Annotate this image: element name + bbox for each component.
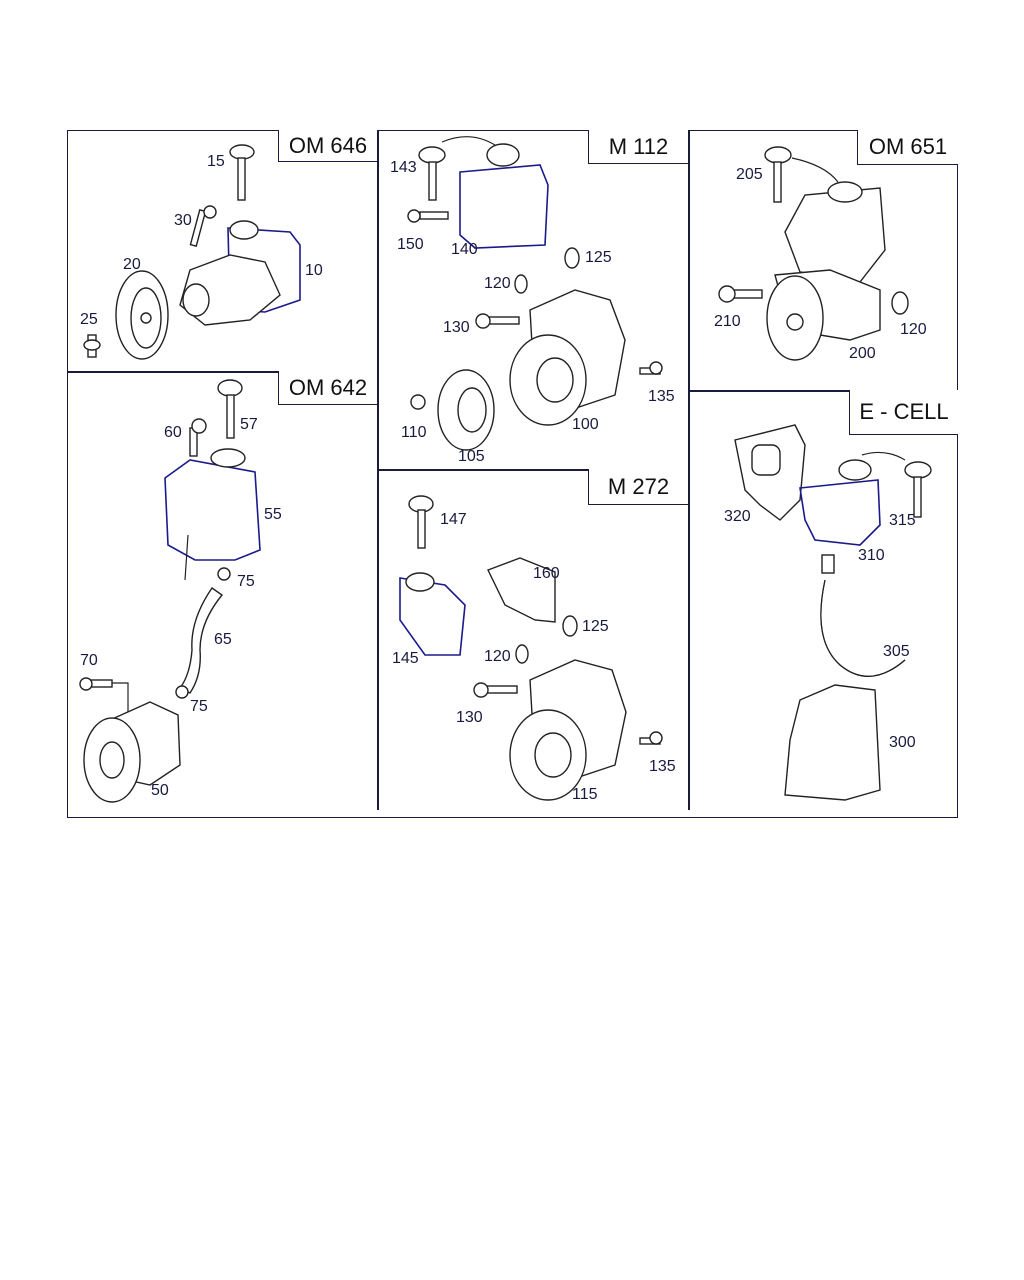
part-label: 20 (123, 256, 141, 273)
part-label: 60 (164, 424, 182, 441)
part-label: 120 (484, 275, 511, 292)
panel-title-om642: OM 642 (278, 371, 377, 405)
om651-parts (718, 146, 909, 361)
part-label: 57 (240, 416, 258, 433)
divider (67, 371, 377, 373)
part-label: 10 (305, 262, 323, 279)
part-label: 75 (190, 698, 208, 715)
divider (688, 390, 958, 392)
ecell-parts (734, 424, 932, 801)
part-label: 50 (151, 782, 169, 799)
part-label: 200 (849, 345, 876, 362)
part-label: 120 (900, 321, 927, 338)
part-label: 315 (889, 512, 916, 529)
om642-parts (79, 379, 261, 803)
part-label: 320 (724, 508, 751, 525)
diagram-frame (67, 130, 958, 818)
part-label: 100 (572, 416, 599, 433)
part-label: 210 (714, 313, 741, 330)
part-label: 147 (440, 511, 467, 528)
part-label: 65 (214, 631, 232, 648)
panel-title-om646: OM 646 (278, 130, 377, 162)
panel-title-ecell: E - CELL (849, 390, 958, 435)
part-label: 140 (451, 241, 478, 258)
part-label: 125 (582, 618, 609, 635)
part-label: 130 (456, 709, 483, 726)
part-label: 115 (572, 786, 598, 803)
part-label: 120 (484, 648, 511, 665)
panel-title-m272: M 272 (588, 469, 688, 505)
m112-parts (407, 136, 663, 451)
part-label: 15 (207, 153, 225, 170)
part-label: 143 (390, 159, 417, 176)
part-label: 75 (237, 573, 255, 590)
part-label: 25 (80, 311, 98, 328)
part-label: 55 (264, 506, 282, 523)
part-label: 130 (443, 319, 470, 336)
part-label: 70 (80, 652, 98, 669)
part-label: 125 (585, 249, 612, 266)
part-label: 300 (889, 734, 916, 751)
divider (377, 469, 688, 471)
part-label: 160 (533, 565, 560, 582)
part-label: 110 (401, 424, 427, 441)
part-label: 135 (649, 758, 676, 775)
part-label: 310 (858, 547, 885, 564)
part-label: 145 (392, 650, 419, 667)
divider (688, 130, 690, 810)
om646-parts (83, 144, 301, 360)
part-label: 105 (458, 448, 485, 465)
part-label: 135 (648, 388, 675, 405)
m272-parts (399, 495, 663, 801)
part-label: 150 (397, 236, 424, 253)
panel-title-om651: OM 651 (857, 130, 958, 165)
part-label: 305 (883, 643, 910, 660)
part-label: 30 (174, 212, 192, 229)
part-label: 205 (736, 166, 763, 183)
panel-title-m112: M 112 (588, 130, 688, 164)
